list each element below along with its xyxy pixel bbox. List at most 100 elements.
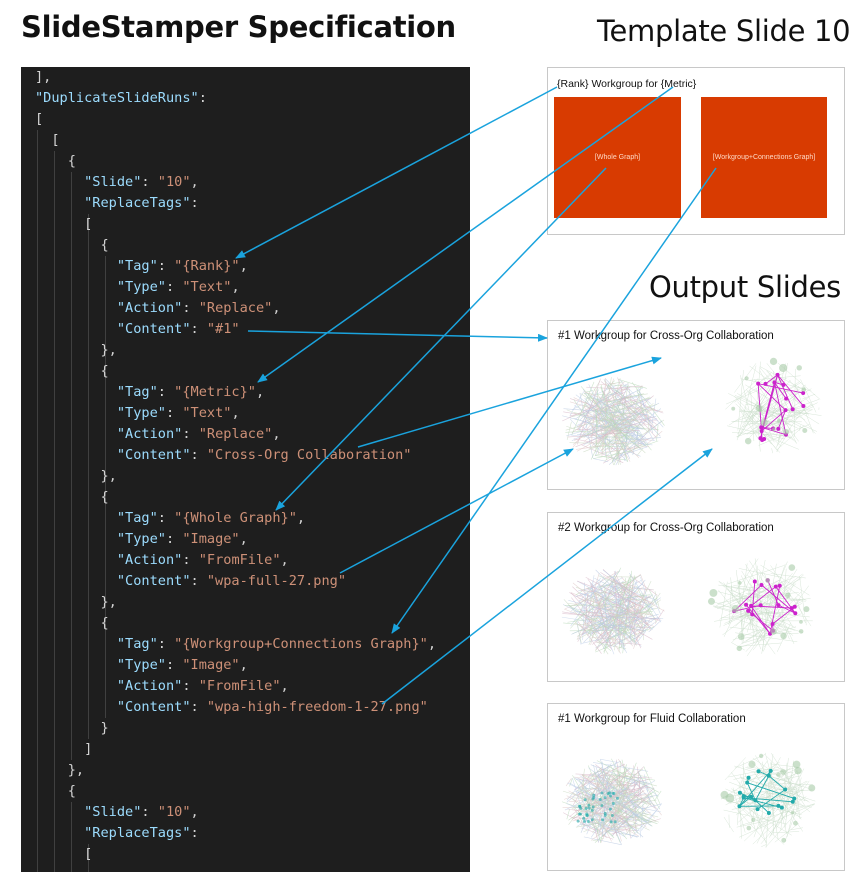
code-key: "Tag" — [35, 384, 158, 400]
graph-edge — [735, 760, 768, 806]
graph-edge — [739, 781, 742, 839]
graph-node — [760, 419, 768, 427]
code-editor[interactable]: ],"DuplicateSlideRuns":[ [ { "Slide": "1… — [21, 67, 470, 872]
graph-node — [762, 436, 767, 441]
graph-edge — [563, 812, 600, 833]
graph-edge — [588, 760, 621, 778]
code-punct: : — [165, 657, 183, 673]
graph-node — [792, 604, 797, 609]
graph-edge — [737, 393, 792, 427]
graph-images — [561, 752, 816, 848]
graph-node — [793, 611, 798, 616]
graph-edge — [739, 770, 772, 807]
code-punct: [ — [35, 111, 44, 127]
graph-node — [779, 363, 788, 373]
code-line: { — [35, 487, 108, 508]
graph-node — [759, 429, 764, 434]
graph-node — [783, 428, 789, 435]
graph-node — [751, 817, 756, 822]
code-line: "DuplicateSlideRuns": — [35, 88, 207, 109]
graph-edge — [752, 559, 766, 621]
graph-edge — [732, 787, 746, 833]
code-string: "Text" — [182, 279, 232, 295]
code-line: { — [35, 361, 108, 382]
graph-node — [768, 768, 773, 773]
graph-node — [801, 391, 806, 396]
graph-edge — [749, 560, 794, 628]
code-punct: , — [280, 678, 289, 694]
graph-node — [613, 820, 617, 824]
graph-edge — [595, 766, 603, 786]
graph-node — [785, 592, 791, 599]
graph-node — [603, 796, 607, 800]
code-key: "DuplicateSlideRuns" — [35, 90, 199, 106]
code-punct: : — [141, 174, 158, 190]
code-line: }, — [35, 760, 84, 781]
code-line: "Slide": "10", — [35, 802, 199, 823]
code-string: "Replace" — [198, 300, 273, 316]
graph-node — [783, 408, 788, 413]
graph-edge — [758, 374, 771, 383]
graph-edge — [736, 819, 773, 828]
graph-edge — [788, 379, 813, 407]
code-punct: : — [165, 531, 183, 547]
code-key: "Type" — [35, 657, 166, 673]
graph-node — [752, 579, 757, 584]
graph-edge — [598, 780, 640, 832]
graph-edge — [739, 792, 756, 801]
graph-node — [808, 784, 816, 792]
page-title: SlideStamper Specification — [21, 10, 456, 44]
whole-graph-image — [561, 567, 665, 655]
graph-edge — [777, 374, 794, 410]
graph-edge — [740, 375, 750, 411]
graph-edge — [636, 448, 644, 457]
code-punct: , — [239, 258, 248, 274]
code-punct: [ — [35, 846, 93, 862]
graph-edge — [766, 756, 794, 783]
graph-node — [773, 584, 778, 589]
graph-edge — [623, 776, 650, 784]
graph-node — [790, 407, 795, 412]
graph-node — [609, 820, 613, 824]
code-string: "FromFile" — [198, 552, 281, 568]
graph-node — [784, 396, 789, 401]
graph-edge — [750, 605, 771, 635]
graph-node — [592, 793, 596, 797]
code-punct: } — [35, 720, 109, 736]
graph-node — [608, 791, 612, 795]
graph-node — [801, 387, 807, 392]
graph-edge — [740, 378, 767, 384]
workgroup-graph-image — [725, 357, 822, 454]
graph-edge — [737, 802, 785, 845]
graph-node — [780, 769, 786, 775]
graph-node — [582, 816, 586, 820]
graph-edge — [613, 799, 652, 827]
graph-node — [611, 791, 615, 795]
graph-edge — [732, 409, 774, 423]
code-punct: , — [239, 531, 248, 547]
graph-edge — [751, 581, 756, 615]
graph-node — [748, 760, 756, 768]
graph-edge — [620, 808, 645, 826]
graph-edge — [588, 819, 608, 839]
graph-edge — [764, 387, 771, 394]
code-punct: , — [427, 636, 437, 652]
graph-edge — [758, 568, 766, 579]
output-slide-title: #1 Workgroup for Fluid Collaboration — [558, 713, 746, 725]
code-punct: : — [157, 510, 175, 526]
code-key: "Tag" — [35, 636, 158, 652]
graph-edge — [762, 599, 767, 606]
graph-node — [799, 619, 803, 624]
graph-edge — [770, 573, 806, 579]
graph-node — [776, 603, 781, 608]
code-key: "Action" — [35, 300, 183, 316]
code-punct: , — [255, 384, 265, 400]
graph-node — [577, 812, 581, 816]
code-string: "10" — [157, 174, 191, 190]
graph-edge — [723, 615, 735, 637]
graph-edge — [800, 379, 817, 413]
code-line: "Type": "Image", — [35, 529, 248, 550]
graph-edge — [747, 782, 795, 799]
graph-node — [759, 425, 764, 430]
graph-node — [775, 372, 780, 377]
